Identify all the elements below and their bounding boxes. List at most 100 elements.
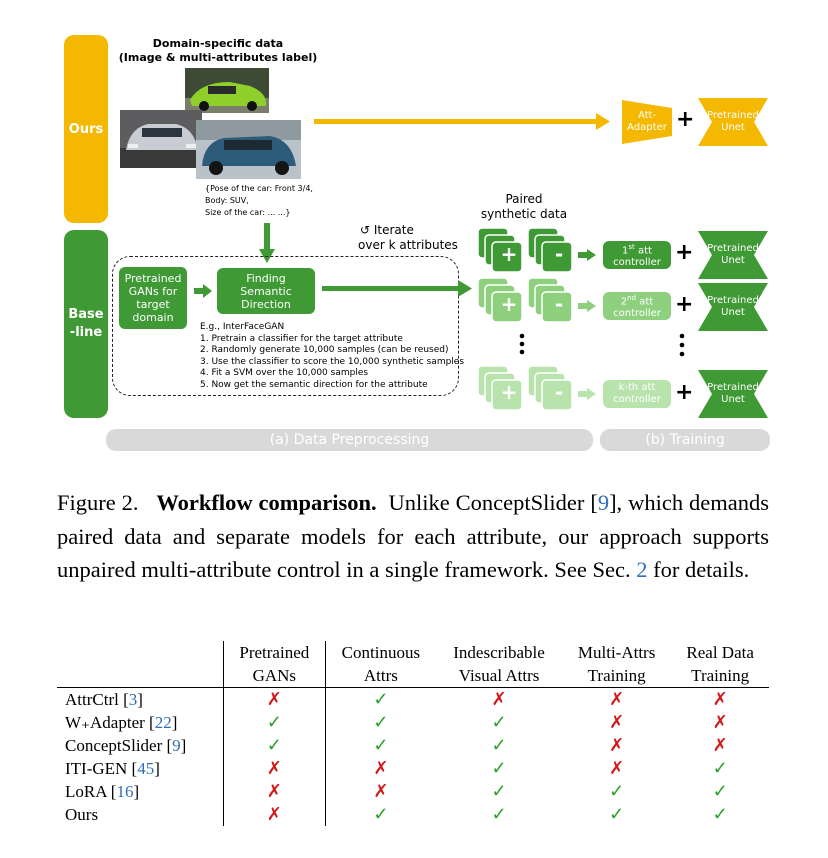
check-mark-icon: ✓ (712, 804, 728, 824)
baseline-band (64, 230, 108, 418)
check-mark-icon: ✓ (325, 687, 437, 711)
cross-mark-icon: ✗ (609, 735, 625, 755)
citation-link[interactable]: 16 (116, 782, 134, 801)
check-mark-icon: ✓ (712, 758, 728, 778)
check-mark-icon: ✓ (712, 781, 728, 801)
check-mark-icon: ✓ (609, 804, 625, 824)
baseline-unet-3-shape (698, 370, 768, 418)
check-mark-icon: ✓ (491, 735, 507, 755)
check-mark-icon: ✓ (609, 781, 625, 801)
finding-direction-box: Finding Semantic Direction (217, 268, 315, 314)
domain-data-title: Domain-specific data (Image & multi-attr… (118, 37, 318, 64)
table-row: ITI-GEN [45]✗✗✓✗✓ (57, 757, 769, 780)
citation-link[interactable]: 45 (137, 759, 155, 778)
method-name: ITI-GEN [45] (57, 757, 224, 780)
iteration-loop-box (112, 256, 459, 396)
baseline-unet-2-label: Pretrained Unet (707, 295, 759, 318)
att-adapter-shape (622, 100, 672, 144)
check-mark-icon: ✓ (373, 712, 389, 732)
caption-bold-title: Workflow comparison. (156, 490, 377, 515)
ours-unet-shape (698, 98, 768, 146)
caption-label: Figure 2. (57, 490, 139, 515)
method-name: ConceptSlider [9] (57, 734, 224, 757)
ours-plus: + (676, 107, 695, 132)
check-mark-icon: ✓ (491, 804, 507, 824)
table-row: Ours✗ ✓ ✓ ✓ ✓ (57, 803, 769, 826)
ours-arrow (314, 113, 610, 130)
section-link-2[interactable]: 2 (636, 557, 648, 582)
cross-mark-icon: ✗ (712, 712, 728, 732)
paired-tiles-row-2 (478, 278, 573, 323)
cross-mark-icon: ✗ (712, 735, 728, 755)
cross-mark-icon: ✗ (609, 758, 625, 778)
plus-sample-2: + (500, 292, 518, 316)
ours-unet-label: Pretrained Unet (707, 110, 759, 133)
cross-mark-icon: ✗ (436, 687, 562, 711)
check-mark-icon: ✓ (373, 804, 389, 824)
cross-mark-icon: ✗ (223, 757, 326, 780)
baseline-plus-2: + (675, 292, 694, 317)
ellipsis-dots-unet (679, 333, 685, 357)
cross-mark-icon: ✗ (223, 780, 326, 803)
paired-tiles-row-3 (478, 366, 573, 411)
table-body: AttrCtrl [3]✗✓✗✗✗W₊Adapter [22]✓✓✓✗✗Conc… (57, 687, 769, 826)
check-mark-icon: ✓ (373, 735, 389, 755)
table-row: LoRA [16]✗✗✓✓✓ (57, 780, 769, 803)
minus-sample-3: - (554, 380, 564, 404)
check-mark-icon: ✓ (491, 758, 507, 778)
ref-link-9[interactable]: 9 (597, 490, 610, 515)
car-images (120, 68, 301, 179)
baseline-unet-1-label: Pretrained Unet (707, 243, 759, 266)
method-name: W₊Adapter [22] (57, 711, 224, 734)
method-name: AttrCtrl [3] (57, 687, 224, 711)
paired-data-title: Paired synthetic data (480, 192, 568, 221)
att-adapter-label: Att-Adapter (627, 110, 667, 133)
baseline-unet-2-shape (698, 283, 768, 331)
arrow-to-controller-1 (578, 249, 596, 261)
citation-link[interactable]: 9 (172, 736, 181, 755)
paired-tiles-row-1 (478, 228, 573, 273)
baseline-unet-1-shape (698, 231, 768, 279)
cross-mark-icon: ✗ (373, 758, 389, 778)
interfacegan-steps: E.g., InterFaceGAN 1. Pretrain a classif… (200, 322, 465, 390)
ours-label: Ours (68, 122, 104, 137)
check-mark-icon: ✓ (223, 711, 326, 734)
baseline-plus-3: + (675, 380, 694, 405)
method-name: Ours (57, 803, 224, 826)
table-row: AttrCtrl [3]✗✓✗✗✗ (57, 687, 769, 711)
figure-caption: Figure 2. Workflow comparison. Unlike Co… (57, 490, 769, 582)
direction-to-paired-arrow (322, 280, 472, 297)
plus-sample-1: + (500, 242, 518, 266)
attribute-label-note: {Pose of the car: Front 3/4, Body: SUV, … (205, 184, 313, 217)
data-preprocessing-pill: (a) Data Preprocessing (106, 429, 593, 451)
cross-mark-icon: ✗ (373, 781, 389, 801)
minus-sample-1: - (554, 242, 564, 266)
training-pill: (b) Training (600, 429, 770, 451)
check-mark-icon: ✓ (491, 712, 507, 732)
table-row: ConceptSlider [9]✓✓✓✗✗ (57, 734, 769, 757)
plus-sample-3: + (500, 380, 518, 404)
arrow-to-controller-3 (578, 388, 596, 400)
table-row: W₊Adapter [22]✓✓✓✗✗ (57, 711, 769, 734)
citation-link[interactable]: 22 (154, 713, 172, 732)
cross-mark-icon: ✗ (671, 687, 769, 711)
baseline-label: Base-line (68, 307, 104, 340)
ours-band (64, 35, 108, 223)
citation-link[interactable]: 3 (128, 690, 138, 709)
cross-mark-icon: ✗ (609, 712, 625, 732)
method-name: LoRA [16] (57, 780, 224, 803)
ellipsis-dots-data (519, 333, 525, 355)
check-mark-icon: ✓ (491, 781, 507, 801)
baseline-unet-3-label: Pretrained Unet (707, 382, 759, 405)
cross-mark-icon: ✗ (223, 803, 326, 826)
cross-mark-icon: ✗ (223, 687, 326, 711)
cross-mark-icon: ✗ (561, 687, 672, 711)
